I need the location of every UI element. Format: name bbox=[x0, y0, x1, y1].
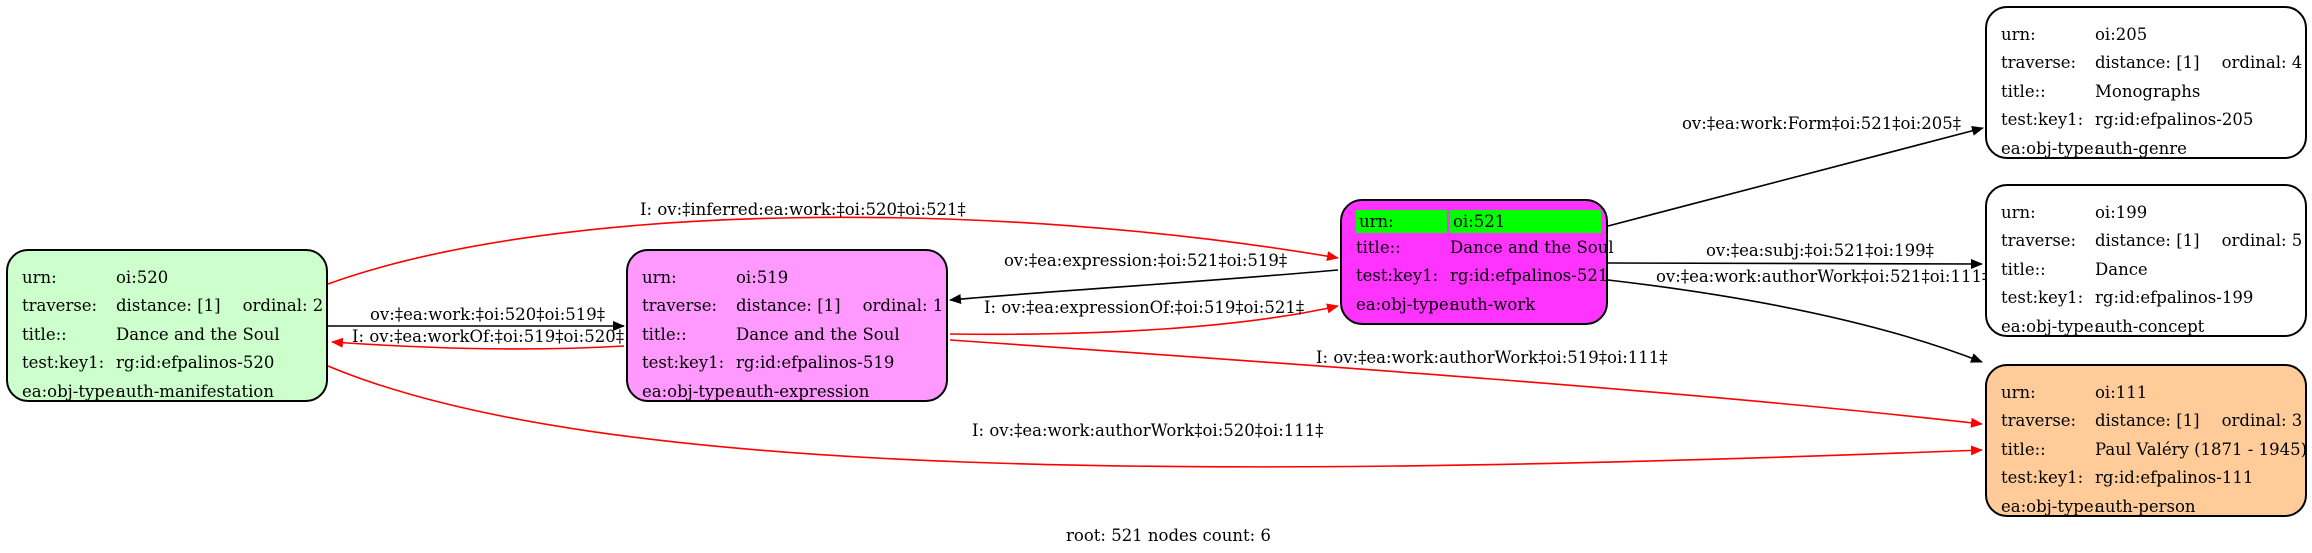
key-label: test:key1: bbox=[1356, 266, 1439, 286]
key-value: rg:id:efpalinos-519 bbox=[736, 353, 895, 373]
edge-label-workof-519-520: I: ov:‡ea:workOf:‡oi:519‡oi:520‡ bbox=[352, 327, 624, 346]
title-label: title:: bbox=[2001, 81, 2046, 101]
title-value: Dance bbox=[2095, 259, 2148, 279]
type-label: ea:obj-type: bbox=[2001, 316, 2100, 336]
distance-value: distance: [1] bbox=[116, 296, 221, 316]
key-label: test:key1: bbox=[2001, 468, 2084, 488]
urn-value: oi:521 bbox=[1450, 210, 1601, 233]
traverse-label: traverse: bbox=[2001, 53, 2077, 73]
traverse-label: traverse: bbox=[642, 296, 718, 316]
type-label: ea:obj-type: bbox=[2001, 138, 2100, 158]
type-value: auth-manifestation bbox=[116, 381, 274, 401]
edge-subj-521-199 bbox=[1607, 258, 1983, 269]
node-oi-521[interactable]: urn:oi:521 title::Dance and the Soul tes… bbox=[1340, 199, 1614, 325]
title-value: Dance and the Soul bbox=[1450, 237, 1614, 257]
type-value: auth-expression bbox=[736, 381, 870, 401]
type-label: ea:obj-type: bbox=[642, 381, 741, 401]
traverse-label: traverse: bbox=[2001, 411, 2077, 431]
urn-label: urn: bbox=[642, 267, 677, 287]
key-label: test:key1: bbox=[642, 353, 725, 373]
distance-value: distance: [1] bbox=[2095, 411, 2200, 431]
node-oi-205[interactable]: urn: oi:205 traverse: distance: [1] ordinal… bbox=[1985, 6, 2307, 159]
title-label: title:: bbox=[1356, 237, 1401, 257]
key-value: rg:id:efpalinos-111 bbox=[2095, 468, 2254, 488]
node-oi-520[interactable]: urn: oi:520 traverse: distance: [1] ordinal… bbox=[6, 249, 328, 402]
title-value: Paul Valéry (1871 - 1945) bbox=[2095, 439, 2308, 459]
node-oi-519[interactable]: urn: oi:519 traverse: distance: [1] ordinal… bbox=[626, 249, 948, 402]
edge-label-author-519-111: I: ov:‡ea:work:authorWork‡oi:519‡oi:111‡ bbox=[1316, 348, 1668, 367]
type-label: ea:obj-type: bbox=[1356, 294, 1455, 314]
edge-inferred-520-521 bbox=[327, 216, 1339, 285]
edge-label-work-520-519: ov:‡ea:work:‡oi:520‡oi:519‡ bbox=[370, 305, 606, 324]
edge-author-520-111 bbox=[327, 365, 1983, 468]
ordinal-value: ordinal: 5 bbox=[2221, 231, 2303, 251]
type-value: auth-concept bbox=[2095, 316, 2205, 336]
key-label: test:key1: bbox=[2001, 288, 2084, 308]
type-value: auth-work bbox=[1450, 294, 1536, 314]
urn-value: oi:519 bbox=[736, 267, 789, 287]
type-label: ea:obj-type: bbox=[22, 381, 121, 401]
urn-label: urn: bbox=[2001, 382, 2036, 402]
distance-value: distance: [1] bbox=[2095, 53, 2200, 73]
distance-value: distance: [1] bbox=[2095, 231, 2200, 251]
urn-value: oi:111 bbox=[2095, 382, 2148, 402]
edge-label-author-521-111: ov:‡ea:work:authorWork‡oi:521‡oi:111‡ bbox=[1656, 267, 1991, 286]
edge-author-519-111 bbox=[949, 339, 1983, 428]
urn-label: urn: bbox=[22, 267, 57, 287]
urn-label: urn: bbox=[2001, 202, 2036, 222]
graph-caption: root: 521 nodes count: 6 bbox=[1066, 526, 1271, 545]
ordinal-value: ordinal: 2 bbox=[242, 296, 324, 316]
type-label: ea:obj-type: bbox=[2001, 496, 2100, 516]
key-value: rg:id:efpalinos-520 bbox=[116, 353, 275, 373]
urn-value: oi:199 bbox=[2095, 202, 2148, 222]
edge-label-inferred-520-521: I: ov:‡inferred:ea:work:‡oi:520‡oi:521‡ bbox=[640, 200, 966, 219]
urn-value: oi:520 bbox=[116, 267, 169, 287]
ordinal-value: ordinal: 1 bbox=[862, 296, 944, 316]
edge-label-expression-521-519: ov:‡ea:expression:‡oi:521‡oi:519‡ bbox=[1004, 251, 1288, 270]
title-label: title:: bbox=[22, 324, 67, 344]
node-oi-199[interactable]: urn: oi:199 traverse: distance: [1] ordinal… bbox=[1985, 184, 2307, 337]
distance-value: distance: [1] bbox=[736, 296, 841, 316]
type-value: auth-person bbox=[2095, 496, 2196, 516]
edge-expressionof-519-521 bbox=[949, 303, 1339, 336]
key-label: test:key1: bbox=[2001, 110, 2084, 130]
edge-label-expressionof-519-521: I: ov:‡ea:expressionOf:‡oi:519‡oi:521‡ bbox=[984, 298, 1305, 317]
edge-author-521-111 bbox=[1607, 279, 1983, 363]
urn-label: urn: bbox=[2001, 24, 2036, 44]
title-value: Dance and the Soul bbox=[116, 324, 280, 344]
ordinal-value: ordinal: 4 bbox=[2221, 53, 2303, 73]
key-value: rg:id:efpalinos-521 bbox=[1450, 266, 1609, 286]
node-oi-111[interactable]: urn: oi:111 traverse: distance: [1] ordinal… bbox=[1985, 364, 2307, 517]
edge-expression-521-519 bbox=[949, 269, 1339, 305]
key-value: rg:id:efpalinos-199 bbox=[2095, 288, 2254, 308]
title-label: title:: bbox=[642, 324, 687, 344]
edge-label-author-520-111: I: ov:‡ea:work:authorWork‡oi:520‡oi:111‡ bbox=[972, 421, 1324, 440]
traverse-label: traverse: bbox=[22, 296, 98, 316]
key-value: rg:id:efpalinos-205 bbox=[2095, 110, 2254, 130]
title-value: Dance and the Soul bbox=[736, 324, 900, 344]
urn-value: oi:205 bbox=[2095, 24, 2148, 44]
traverse-label: traverse: bbox=[2001, 231, 2077, 251]
type-value: auth-genre bbox=[2095, 138, 2187, 158]
edge-label-subj-521-199: ov:‡ea:subj:‡oi:521‡oi:199‡ bbox=[1706, 241, 1934, 260]
edge-label-form-521-205: ov:‡ea:work:Form‡oi:521‡oi:205‡ bbox=[1682, 114, 1962, 133]
urn-label: urn: bbox=[1356, 210, 1447, 233]
title-label: title:: bbox=[2001, 439, 2046, 459]
edge-form-521-205 bbox=[1607, 125, 1984, 227]
edge-workof-519-520 bbox=[331, 337, 625, 350]
title-label: title:: bbox=[2001, 259, 2046, 279]
title-value: Monographs bbox=[2095, 81, 2201, 101]
ordinal-value: ordinal: 3 bbox=[2221, 411, 2303, 431]
key-label: test:key1: bbox=[22, 353, 105, 373]
